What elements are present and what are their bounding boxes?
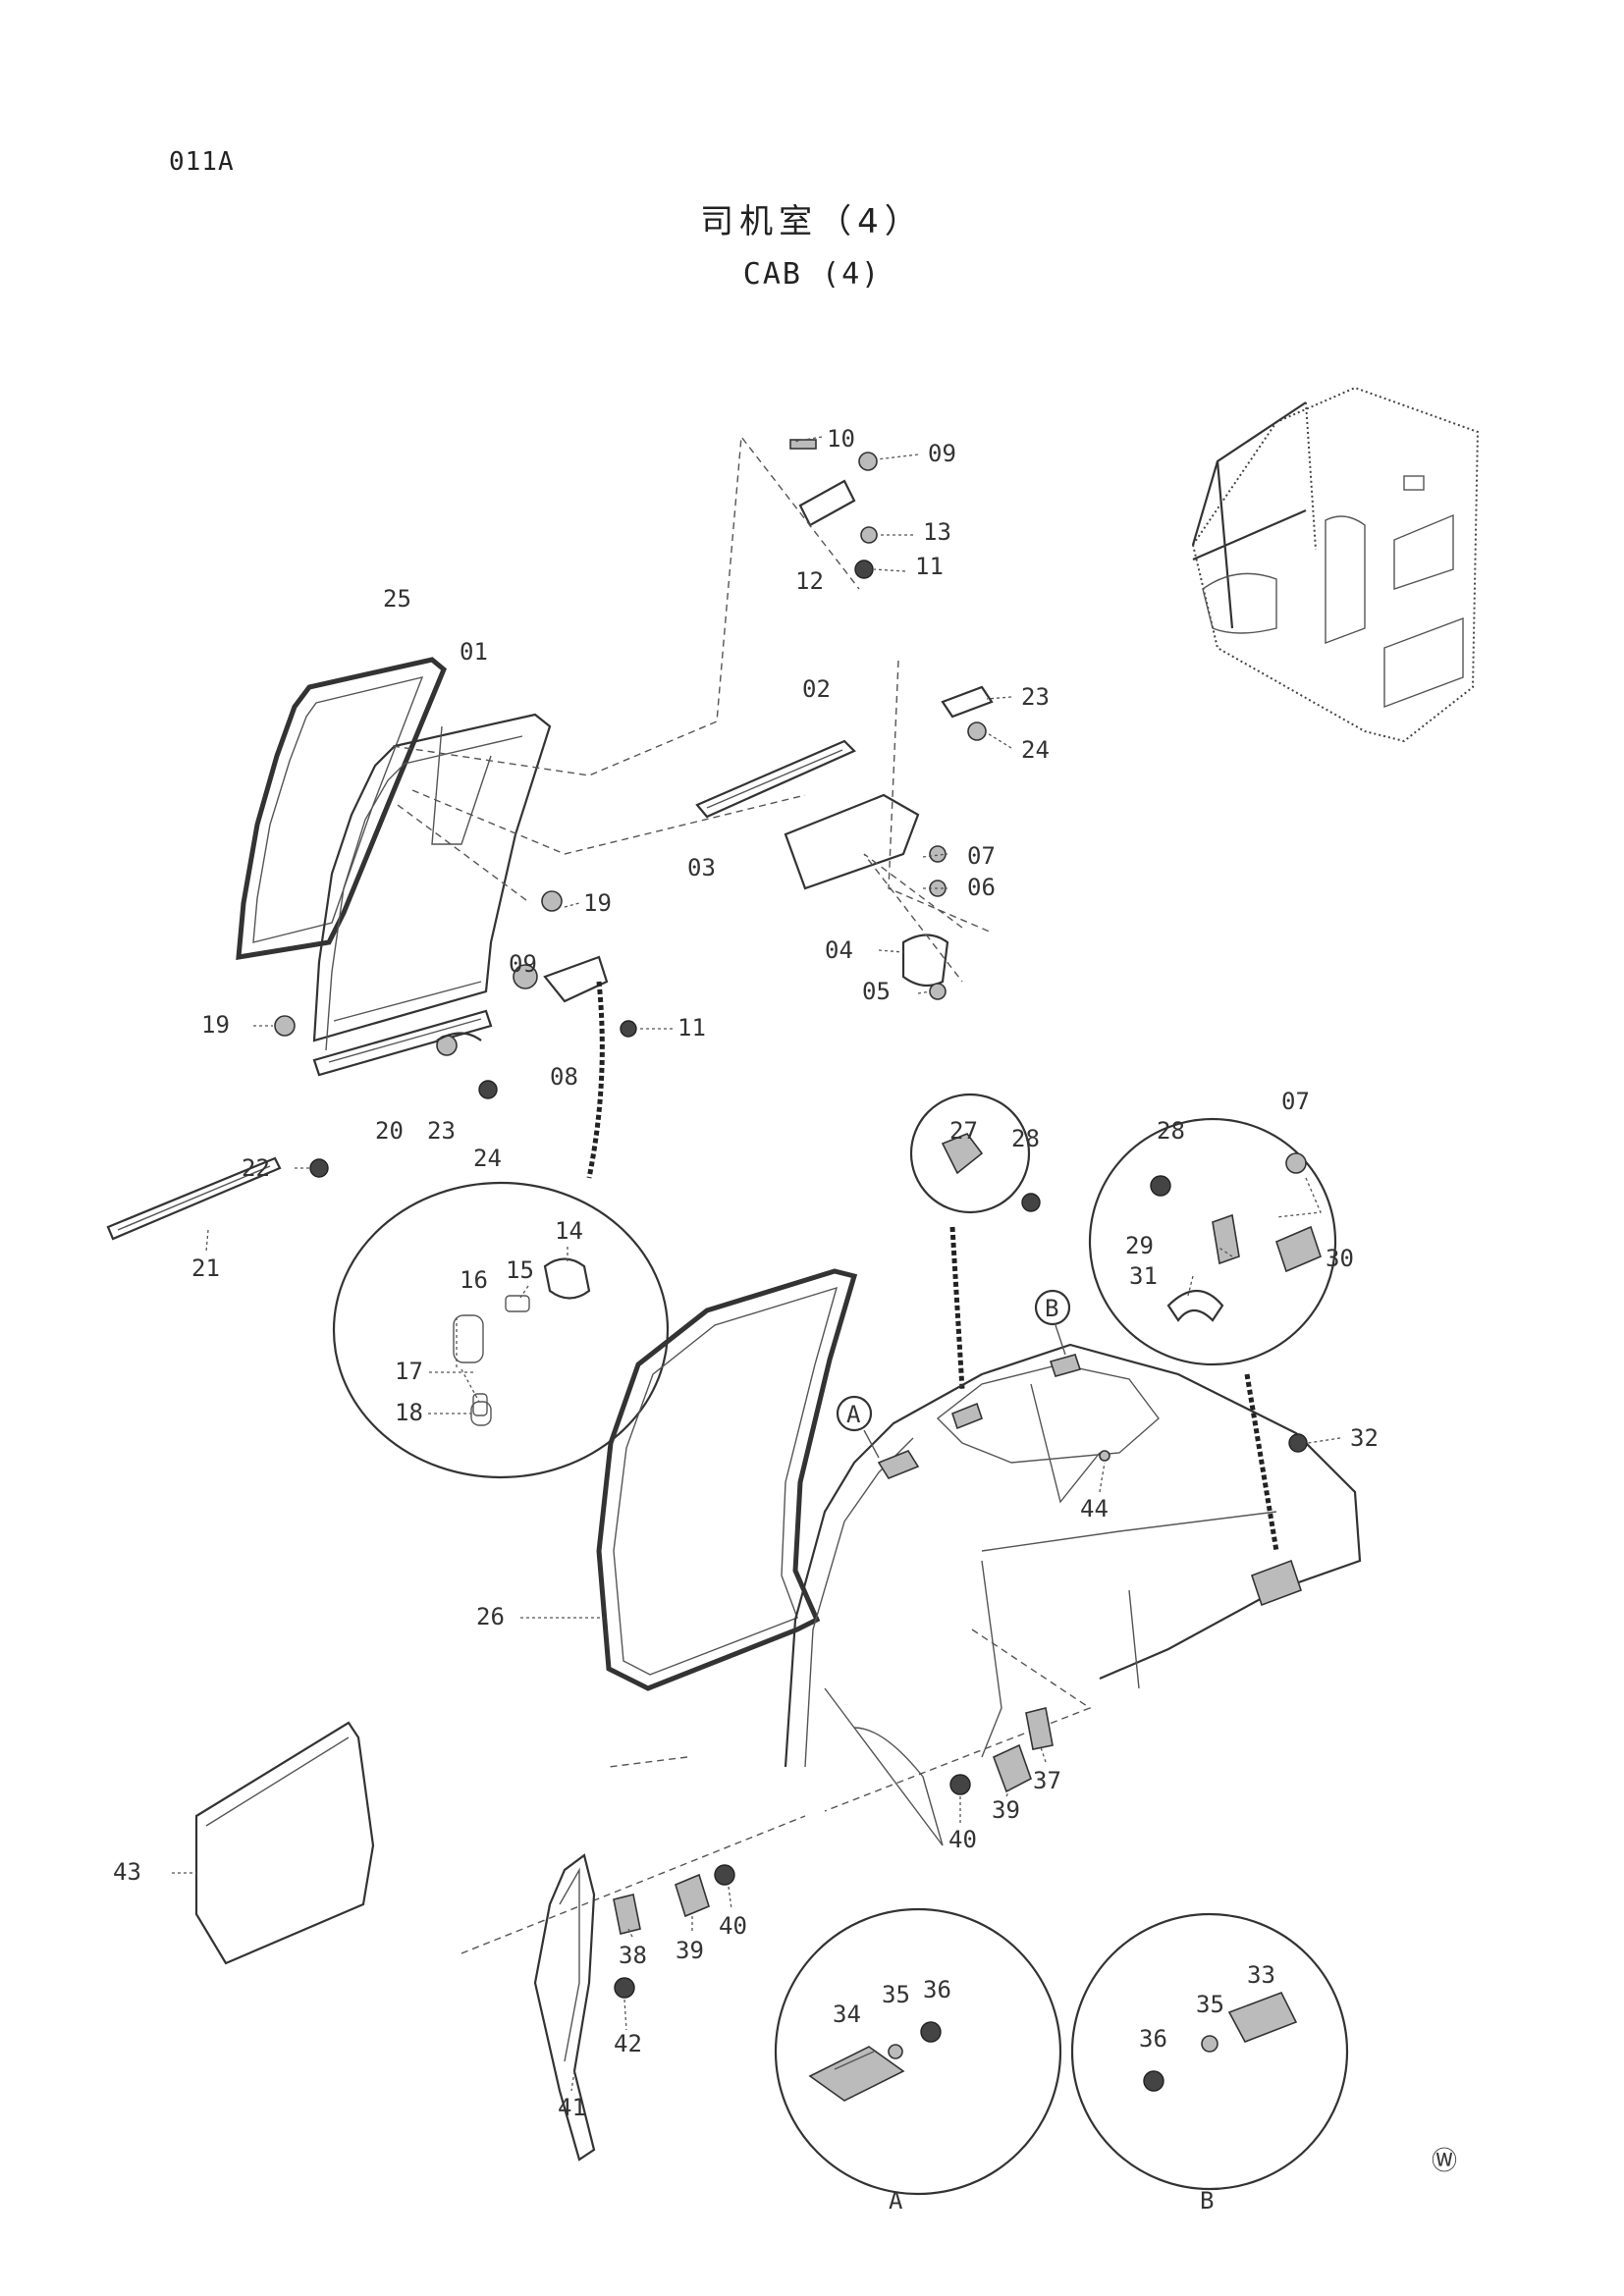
detail-cable-27	[949, 1226, 965, 1390]
label-25: 25	[383, 585, 411, 613]
page-code: 011A	[169, 147, 235, 177]
label-16: 16	[460, 1266, 488, 1294]
callout-a-marker	[836, 1395, 880, 1459]
label-06: 06	[967, 874, 996, 901]
label-42: 42	[614, 2030, 642, 2057]
label-22: 22	[242, 1154, 270, 1182]
label-26: 26	[476, 1603, 505, 1630]
label-39-left: 39	[676, 1937, 704, 1964]
detail-circle-a	[774, 1907, 1062, 2196]
detail-circle-pins	[332, 1181, 670, 1479]
label-34: 34	[833, 2001, 861, 2028]
label-24-left: 24	[473, 1145, 502, 1172]
label-40-left: 40	[719, 1912, 747, 1940]
callout-b-marker	[1034, 1289, 1071, 1356]
label-35-a: 35	[882, 1981, 910, 2008]
hardware-parts	[274, 439, 994, 1178]
label-28-right: 28	[1157, 1117, 1185, 1145]
label-36-a: 36	[923, 1976, 951, 2003]
detail-circle-b	[1070, 1912, 1349, 2191]
callout-a-letter: A	[846, 1401, 861, 1428]
label-13: 13	[923, 518, 951, 546]
label-24-right: 24	[1021, 736, 1050, 764]
label-07-top: 07	[967, 842, 996, 870]
corner-mark: Ⓦ	[1432, 2147, 1457, 2176]
label-02: 02	[802, 675, 831, 703]
label-14: 14	[555, 1217, 583, 1245]
label-12: 12	[795, 567, 824, 595]
label-18: 18	[395, 1399, 423, 1426]
label-07-right: 07	[1281, 1088, 1310, 1115]
label-28-left: 28	[1011, 1125, 1040, 1152]
label-19-right: 19	[583, 889, 612, 917]
lower-parts	[194, 1707, 1054, 2162]
cab-frame	[460, 1343, 1362, 1954]
label-08: 08	[550, 1063, 578, 1091]
label-35-b: 35	[1196, 1991, 1224, 2018]
label-03: 03	[687, 854, 716, 881]
label-20: 20	[375, 1117, 404, 1145]
label-30: 30	[1326, 1245, 1354, 1272]
label-40-right: 40	[948, 1826, 977, 1853]
detail-circle-28-31	[1088, 1117, 1337, 1366]
door-seal	[596, 1268, 858, 1691]
label-11-mid: 11	[677, 1014, 706, 1041]
part-labels: 10 09 13 12 11 25 01 02 23 24 03 07 06 0…	[113, 425, 1457, 2215]
label-15: 15	[506, 1256, 534, 1284]
detail-circle-27-28	[909, 1093, 1041, 1214]
door-window-assembly	[106, 657, 856, 1241]
label-31: 31	[1129, 1262, 1158, 1290]
label-21: 21	[191, 1255, 220, 1282]
label-29: 29	[1125, 1232, 1154, 1259]
label-33: 33	[1247, 1961, 1275, 1989]
title-english: CAB (4)	[742, 257, 882, 292]
label-04: 04	[825, 936, 853, 964]
label-38: 38	[619, 1942, 647, 1969]
label-09-top: 09	[928, 440, 956, 467]
detail-b-label: B	[1200, 2187, 1214, 2215]
label-19-left: 19	[201, 1011, 230, 1039]
label-01: 01	[460, 638, 488, 666]
label-09-mid: 09	[509, 950, 537, 978]
label-11-top: 11	[915, 553, 944, 580]
label-39-right: 39	[992, 1796, 1020, 1824]
detail-cable-top	[586, 981, 605, 1179]
title-chinese: 司机室（4）	[700, 202, 924, 241]
leader-lines	[172, 436, 1341, 2092]
label-05: 05	[862, 978, 891, 1005]
label-27: 27	[949, 1117, 978, 1145]
label-43: 43	[113, 1858, 141, 1886]
reference-lines	[392, 435, 993, 983]
label-17: 17	[395, 1358, 423, 1385]
detail-a-label: A	[889, 2187, 903, 2215]
label-23-left: 23	[427, 1117, 456, 1145]
label-32: 32	[1350, 1424, 1379, 1452]
label-44: 44	[1080, 1495, 1109, 1522]
label-37: 37	[1033, 1767, 1061, 1794]
callout-b-letter: B	[1045, 1295, 1058, 1322]
label-41: 41	[558, 2094, 586, 2121]
label-10: 10	[827, 425, 855, 453]
detail-cable-30	[1244, 1373, 1279, 1552]
label-23-right: 23	[1021, 683, 1050, 711]
label-36-b: 36	[1139, 2025, 1167, 2053]
cab-overview-sketch	[1191, 386, 1480, 743]
